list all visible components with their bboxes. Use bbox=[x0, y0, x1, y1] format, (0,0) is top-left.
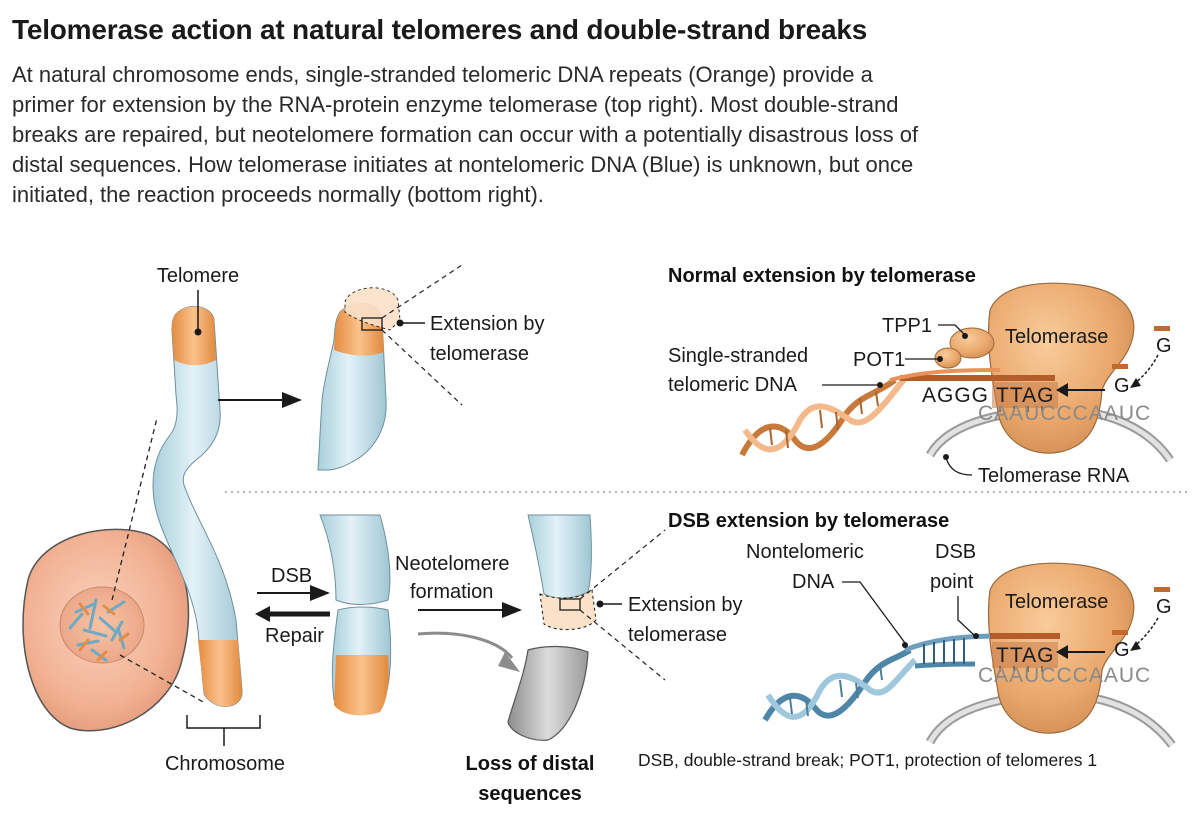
neotelomere-label-2: formation bbox=[410, 581, 493, 603]
g-nucleotide-free-bottom: G bbox=[1156, 596, 1172, 618]
dna-seq-aggg: AGGG bbox=[922, 384, 989, 407]
chromosome-normal bbox=[317, 303, 387, 471]
g-nucleotide-top: G bbox=[1114, 375, 1130, 397]
zoom-line bbox=[119, 654, 206, 704]
extension-zone bbox=[344, 287, 401, 331]
neotelomere-label-1: Neotelomere bbox=[395, 553, 510, 575]
telomerase-enzyme-top bbox=[987, 282, 1135, 454]
nontelomeric-label-1: Nontelomeric bbox=[746, 541, 864, 563]
extension-label-bottom-1: Extension by bbox=[628, 594, 743, 616]
caption-line: initiated, the reaction proceeds normall… bbox=[12, 182, 544, 207]
rna-seq-top: CAAUCCCAAUC bbox=[978, 402, 1151, 425]
figure-title: Telomerase action at natural telomeres a… bbox=[12, 14, 868, 45]
telomeric-dna-helix bbox=[739, 368, 1055, 457]
g-nucleotide-bottom: G bbox=[1114, 639, 1130, 661]
telomerase-label-bottom: Telomerase bbox=[1005, 591, 1108, 613]
chromosome-large bbox=[152, 305, 243, 707]
chromosome-neotelomere bbox=[527, 514, 592, 599]
caption-line: primer for extension by the RNA-protein … bbox=[12, 92, 899, 117]
telomerase-enzyme-bottom bbox=[987, 562, 1135, 734]
nontelomeric-dna-helix bbox=[762, 633, 1060, 722]
dna-seq-ttag-top: TTAG bbox=[996, 384, 1054, 407]
ss-dna-label-1: Single-stranded bbox=[668, 345, 808, 367]
extension-label-bottom-2: telomerase bbox=[628, 624, 727, 646]
dsb-point-label-1: DSB bbox=[935, 541, 976, 563]
caption-line: breaks are repaired, but neotelomere for… bbox=[12, 122, 919, 147]
ss-dna-label-2: telomeric DNA bbox=[668, 374, 798, 396]
telomerase-label-top: Telomerase bbox=[1005, 326, 1108, 348]
telomerase-rna-label: Telomerase RNA bbox=[978, 465, 1130, 487]
normal-extension-heading: Normal extension by telomerase bbox=[668, 265, 976, 287]
dsb-point-label-2: point bbox=[930, 571, 974, 593]
loss-label-2: sequences bbox=[478, 783, 581, 805]
dsb-label: DSB bbox=[271, 565, 312, 587]
extension-label-top-1: Extension by bbox=[430, 313, 545, 335]
cell bbox=[22, 528, 190, 732]
repair-arrow bbox=[255, 606, 270, 622]
pot1-protein bbox=[934, 347, 962, 369]
zoom-line bbox=[111, 417, 158, 601]
repair-label: Repair bbox=[265, 625, 324, 647]
footnote: DSB, double-strand break; POT1, protecti… bbox=[638, 750, 1097, 770]
figure-caption: At natural chromosome ends, single-stran… bbox=[12, 60, 1187, 210]
chromosome-bracket bbox=[186, 715, 261, 729]
zoom-box bbox=[559, 598, 581, 611]
tpp1-label: TPP1 bbox=[882, 315, 932, 337]
chromosome-label: Chromosome bbox=[165, 753, 285, 775]
telomere-label: Telomere bbox=[157, 265, 239, 287]
chromatin-tangle bbox=[68, 598, 130, 662]
zoom-box bbox=[361, 317, 383, 331]
loss-arrow bbox=[417, 631, 514, 659]
g-nucleotide-free-top: G bbox=[1156, 335, 1172, 357]
lost-fragment bbox=[507, 645, 589, 741]
extension-label-top-2: telomerase bbox=[430, 343, 529, 365]
caption-line: distal sequences. How telomerase initiat… bbox=[12, 152, 914, 177]
chromosome-broken bbox=[319, 514, 392, 716]
tpp1-protein bbox=[949, 327, 995, 359]
rna-seq-bottom: CAAUCCCAAUC bbox=[978, 664, 1151, 687]
caption-line: At natural chromosome ends, single-stran… bbox=[12, 62, 873, 87]
dsb-extension-heading: DSB extension by telomerase bbox=[668, 510, 949, 532]
dna-seq-ttag-bottom: TTAG bbox=[996, 644, 1054, 667]
nontelomeric-label-2: DNA bbox=[792, 571, 835, 593]
pot1-label: POT1 bbox=[853, 349, 905, 371]
loss-label-1: Loss of distal bbox=[466, 753, 595, 775]
